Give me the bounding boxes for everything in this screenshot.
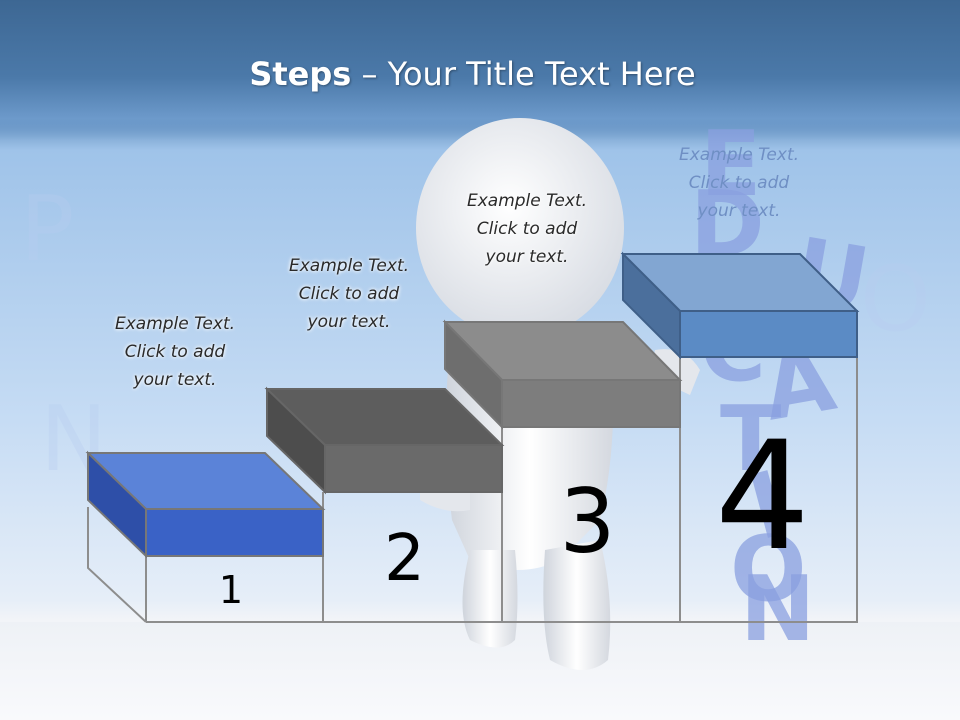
education-letter: O [730, 517, 807, 622]
figure-leg-right [543, 540, 611, 670]
step-block-2[interactable] [264, 386, 505, 495]
step-1-number: 1 [218, 568, 244, 612]
title-rest: – Your Title Text Here [351, 55, 696, 93]
step-3-number: 3 [559, 470, 616, 573]
title-bar [0, 0, 960, 140]
background-letters: P N O [20, 177, 931, 492]
step-1-text[interactable]: Example Text. Click to add your text. [114, 314, 236, 390]
figure-head [416, 118, 624, 338]
education-letter: N [740, 557, 815, 662]
step-4-front [679, 310, 858, 358]
education-letter: T [720, 387, 781, 492]
step-2-number: 2 [384, 522, 425, 596]
bg-letter: O [860, 247, 931, 352]
step-3-text[interactable]: Example Text. Click to add your text. [466, 191, 588, 267]
title-bold: Steps [249, 55, 352, 93]
step-block-4[interactable] [620, 251, 860, 360]
step-2-front [324, 444, 503, 493]
step-2-text[interactable]: Example Text. Click to add your text. [288, 256, 410, 332]
step-4-text[interactable]: Example Text. Click to add your text. [678, 145, 800, 221]
step-3-front [501, 379, 681, 428]
step-block-3[interactable] [442, 319, 683, 430]
slide-title[interactable]: Steps – Your Title Text Here [0, 55, 945, 93]
step-block-1[interactable] [85, 450, 326, 559]
education-letter: E [700, 112, 761, 217]
bg-letter: P [20, 177, 74, 282]
figure-leg-left [462, 550, 518, 648]
step-1-front [145, 508, 324, 557]
step-4-number: 4 [714, 410, 811, 584]
